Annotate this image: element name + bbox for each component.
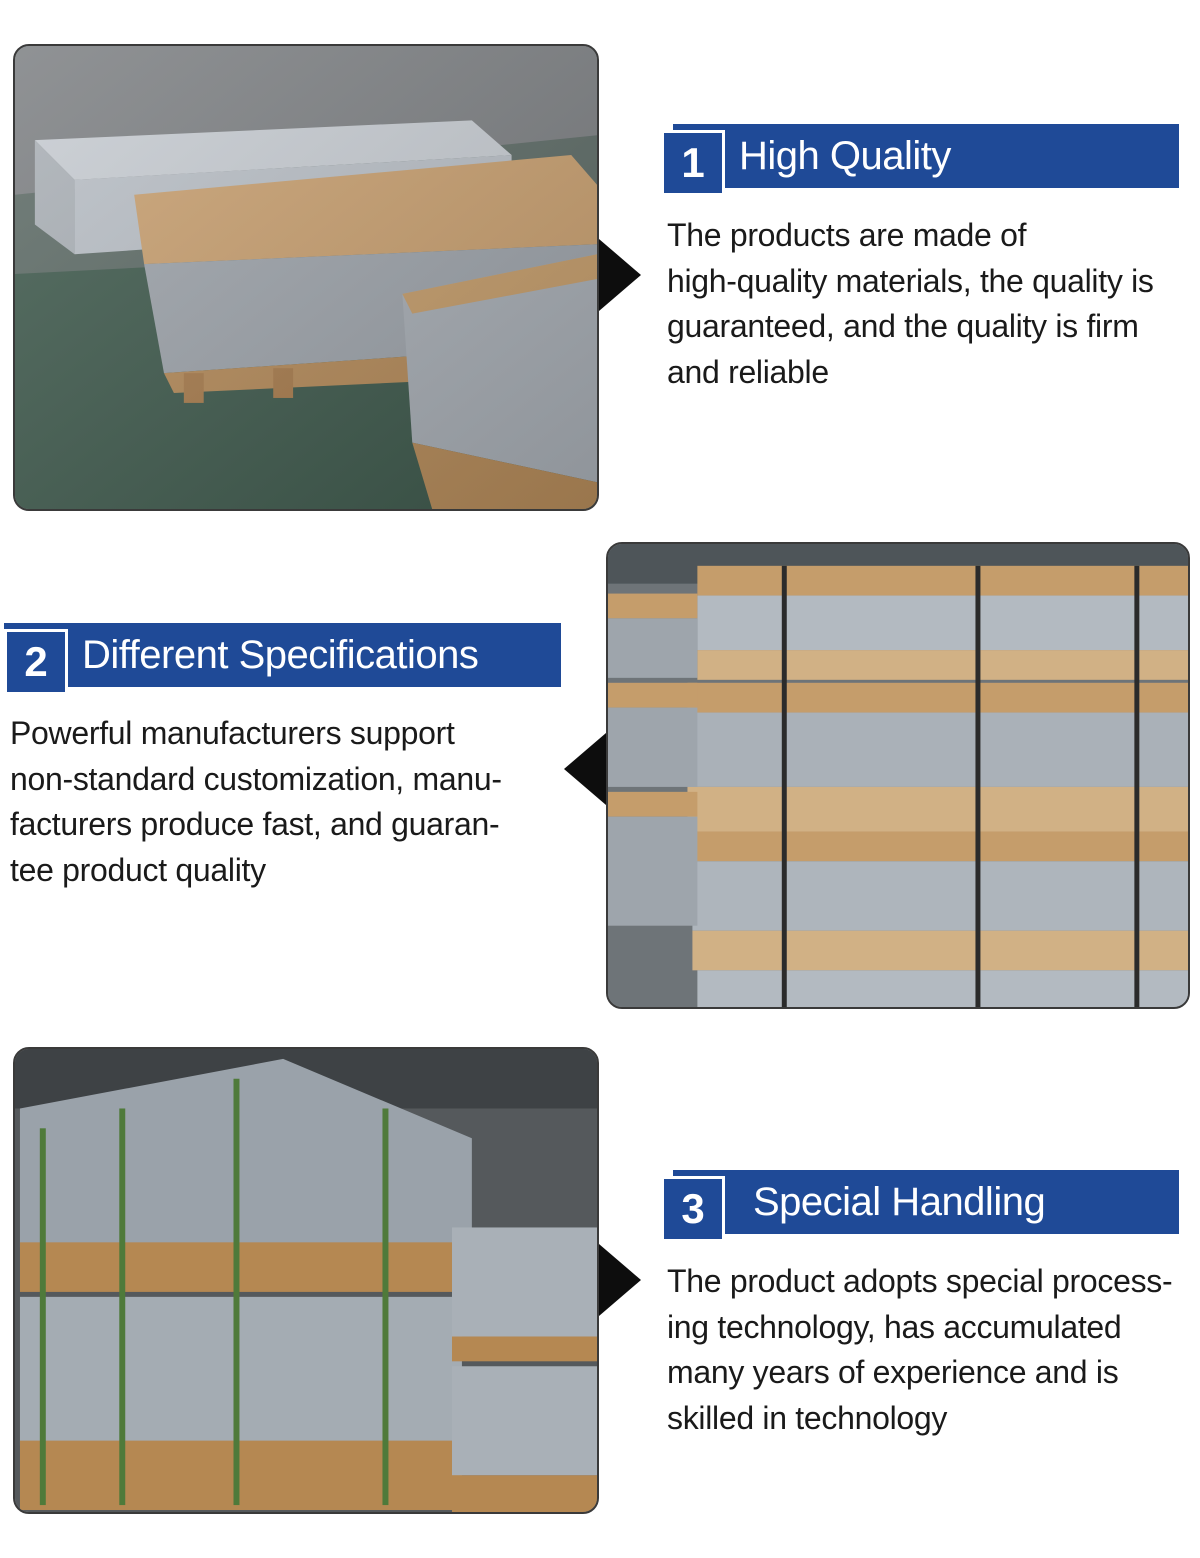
photo-wrapped-sheets-on-pallets: [13, 44, 599, 511]
section-2-banner: 2 Different Specifications: [4, 623, 561, 695]
section-1-number: 1: [661, 130, 725, 196]
description-line: Powerful manufacturers support: [10, 715, 455, 751]
photo-strapped-pallet-stacks: [606, 542, 1190, 1009]
description-line: The product adopts special process-: [667, 1263, 1173, 1299]
pointer-arrow-icon: [599, 1244, 641, 1316]
section-2-description: Powerful manufacturers support non-stand…: [10, 711, 570, 893]
section-2-number: 2: [4, 629, 68, 695]
section-1-banner: 1 High Quality: [661, 124, 1179, 196]
section-3-banner: 3 Special Handling: [661, 1170, 1179, 1242]
section-3-description: The product adopts special process- ing …: [667, 1259, 1197, 1441]
section-1-title: High Quality: [739, 134, 951, 178]
description-line: facturers produce fast, and guaran-: [10, 806, 500, 842]
description-line: guaranteed, and the quality is firm: [667, 308, 1139, 344]
description-line: non-standard customization, manu-: [10, 760, 502, 797]
description-line: high-quality materials, the quality is: [667, 262, 1154, 299]
section-3-title: Special Handling: [753, 1180, 1046, 1224]
section-1-description: The products are made of high-quality ma…: [667, 213, 1197, 395]
photo-wooden-crated-sheets: [13, 1047, 599, 1514]
description-line: ing technology, has accumulated: [667, 1308, 1122, 1345]
description-line: skilled in technology: [667, 1399, 948, 1436]
pointer-arrow-icon: [564, 733, 606, 805]
description-line: many years of experience and is: [667, 1354, 1119, 1390]
description-line: The products are made of: [667, 217, 1027, 253]
pointer-arrow-icon: [599, 239, 641, 311]
section-3-number: 3: [661, 1176, 725, 1242]
section-2-title: Different Specifications: [82, 633, 479, 677]
description-line: tee product quality: [10, 851, 266, 888]
description-line: and reliable: [667, 353, 829, 390]
